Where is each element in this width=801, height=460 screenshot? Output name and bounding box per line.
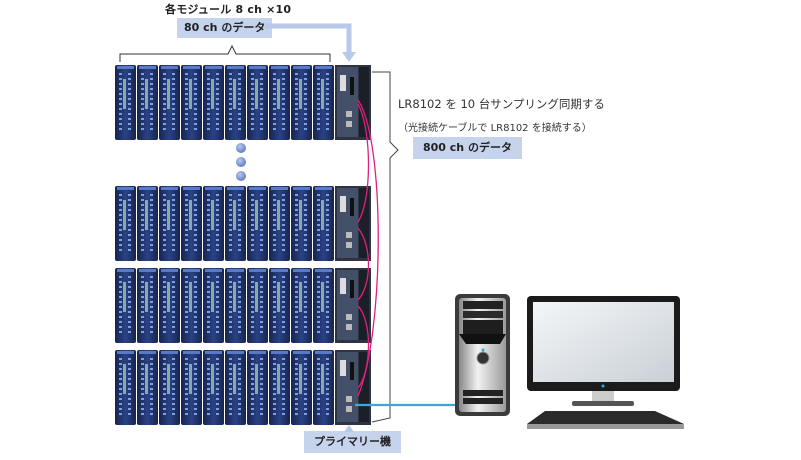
input-module (291, 65, 312, 140)
monitor-icon (527, 296, 680, 406)
input-module (247, 268, 268, 343)
input-module (269, 350, 290, 425)
input-module (181, 350, 202, 425)
ellipsis-dot (236, 157, 246, 167)
system-bracket (371, 71, 399, 423)
module-data-badge: 80 ch のデータ (177, 18, 273, 38)
input-module (225, 268, 246, 343)
input-module (181, 65, 202, 140)
modules-caption: 各モジュール 8 ch ×10 (165, 3, 292, 16)
input-module (137, 65, 158, 140)
input-module (115, 350, 136, 425)
keyboard-icon (527, 411, 684, 429)
input-module (137, 350, 158, 425)
input-module (159, 350, 180, 425)
input-module (203, 65, 224, 140)
input-module (115, 268, 136, 343)
input-module (291, 186, 312, 261)
arrow-head-icon (342, 52, 356, 62)
ellipsis-dot (236, 171, 246, 181)
input-module (225, 65, 246, 140)
input-module (159, 65, 180, 140)
input-module (269, 268, 290, 343)
input-module (269, 65, 290, 140)
total-data-badge: 800 ch のデータ (413, 137, 522, 159)
module-group-bracket (119, 44, 331, 62)
optical-cables (357, 99, 379, 397)
input-module (115, 65, 136, 140)
input-module (313, 350, 334, 425)
base-unit (335, 186, 371, 261)
ellipsis-dot (236, 143, 246, 153)
input-module (313, 268, 334, 343)
lr8102-unit (115, 65, 371, 140)
input-module (181, 186, 202, 261)
input-module (137, 186, 158, 261)
input-module (269, 186, 290, 261)
sync-description: LR8102 を 10 台サンプリング同期する (398, 97, 605, 111)
primary-lr8102-unit (115, 350, 371, 425)
input-module (247, 350, 268, 425)
input-module (203, 268, 224, 343)
data-flow-arrow (265, 23, 352, 52)
lr8102-unit (115, 268, 371, 343)
input-module (115, 186, 136, 261)
input-module (159, 268, 180, 343)
input-module (203, 350, 224, 425)
primary-unit-label: プライマリー機 (304, 431, 401, 453)
input-module (181, 268, 202, 343)
input-module (137, 268, 158, 343)
input-module (291, 268, 312, 343)
input-module (225, 350, 246, 425)
primary-pointer-icon (344, 425, 354, 432)
pc-tower-icon (455, 294, 510, 416)
input-module (247, 65, 268, 140)
lr8102-unit (115, 186, 371, 261)
input-module (225, 186, 246, 261)
input-module (291, 350, 312, 425)
input-module (313, 186, 334, 261)
input-module (247, 186, 268, 261)
base-unit (335, 268, 371, 343)
connection-note: （光接続ケーブルで LR8102 を接続する） (398, 123, 592, 134)
input-module (203, 186, 224, 261)
base-unit (335, 350, 371, 425)
input-module (159, 186, 180, 261)
input-module (313, 65, 334, 140)
